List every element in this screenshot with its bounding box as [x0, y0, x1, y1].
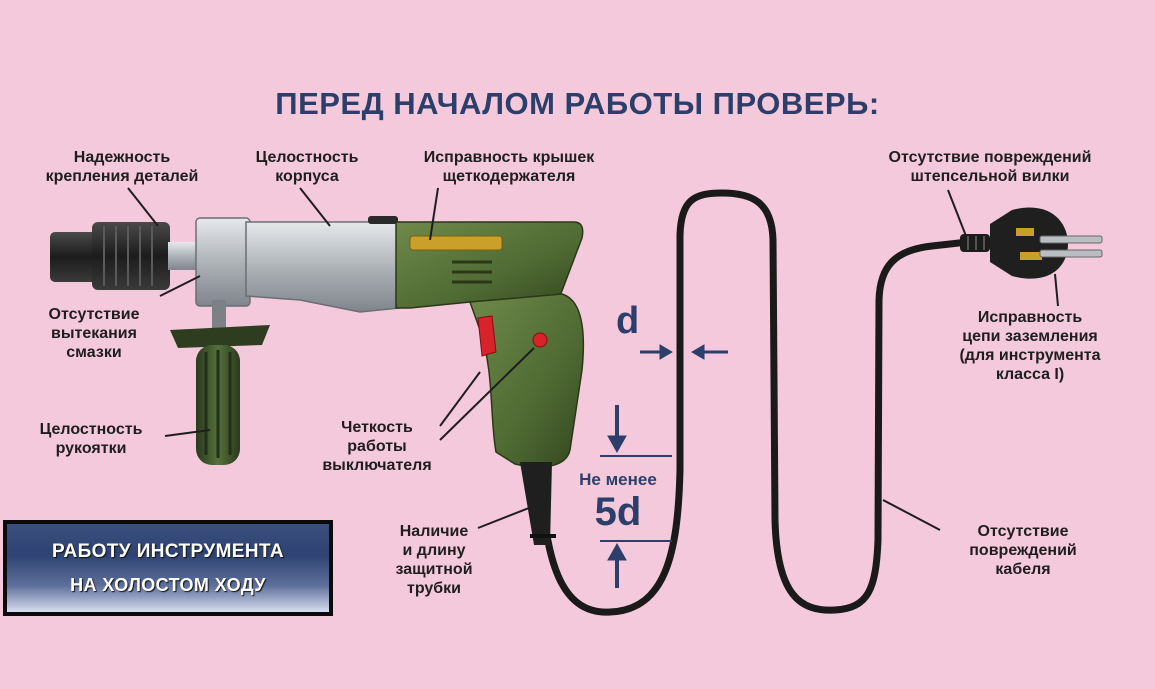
idle-run-banner: РАБОТУ ИНСТРУМЕНТА НА ХОЛОСТОМ ХОДУ: [3, 520, 333, 616]
banner-line-2: НА ХОЛОСТОМ ХОДУ: [70, 574, 266, 595]
leader-lines: [127, 187, 1059, 531]
label-tube: Наличие и длину защитной трубки: [395, 523, 473, 597]
idle-run-banner-inner: РАБОТУ ИНСТРУМЕНТА НА ХОЛОСТОМ ХОДУ: [7, 524, 329, 612]
min-value-label: 5d: [594, 490, 642, 534]
drill-collar: [195, 217, 251, 307]
label-handle: Целостность рукоятки: [39, 421, 143, 457]
side-handle: [170, 300, 270, 465]
min-length-arrows: [600, 405, 672, 588]
vent-slots: [452, 260, 492, 284]
label-grounding: Исправность цепи заземления (для инструм…: [959, 309, 1101, 383]
lock-button: [532, 332, 548, 348]
drill-chuck: [50, 222, 206, 290]
d-dimension-arrows: [640, 344, 728, 360]
power-cable: [536, 189, 972, 616]
d-label: d: [616, 300, 640, 342]
protective-tube: [520, 462, 552, 545]
drill-body: [245, 221, 401, 313]
label-switch: Четкость работы выключателя: [322, 419, 432, 474]
label-cable: Отсутствие повреждений кабеля: [969, 523, 1077, 578]
min-text-label: Не менее: [579, 470, 657, 489]
label-plug: Отсутствие повреждений штепсельной вилки: [888, 149, 1092, 185]
banner-line-1: РАБОТУ ИНСТРУМЕНТА: [52, 540, 284, 562]
plug: [960, 207, 1103, 279]
page-title: ПЕРЕД НАЧАЛОМ РАБОТЫ ПРОВЕРЬ:: [275, 86, 880, 121]
label-body: Целостность корпуса: [255, 149, 359, 185]
label-fastening: Надежность крепления деталей: [45, 149, 199, 185]
trigger-switch: [477, 315, 497, 357]
brush-holder-cover: [409, 235, 503, 251]
label-brush-covers: Исправность крышек щеткодержателя: [423, 149, 595, 185]
label-lubricant: Отсутствие вытекания смазки: [48, 306, 140, 361]
